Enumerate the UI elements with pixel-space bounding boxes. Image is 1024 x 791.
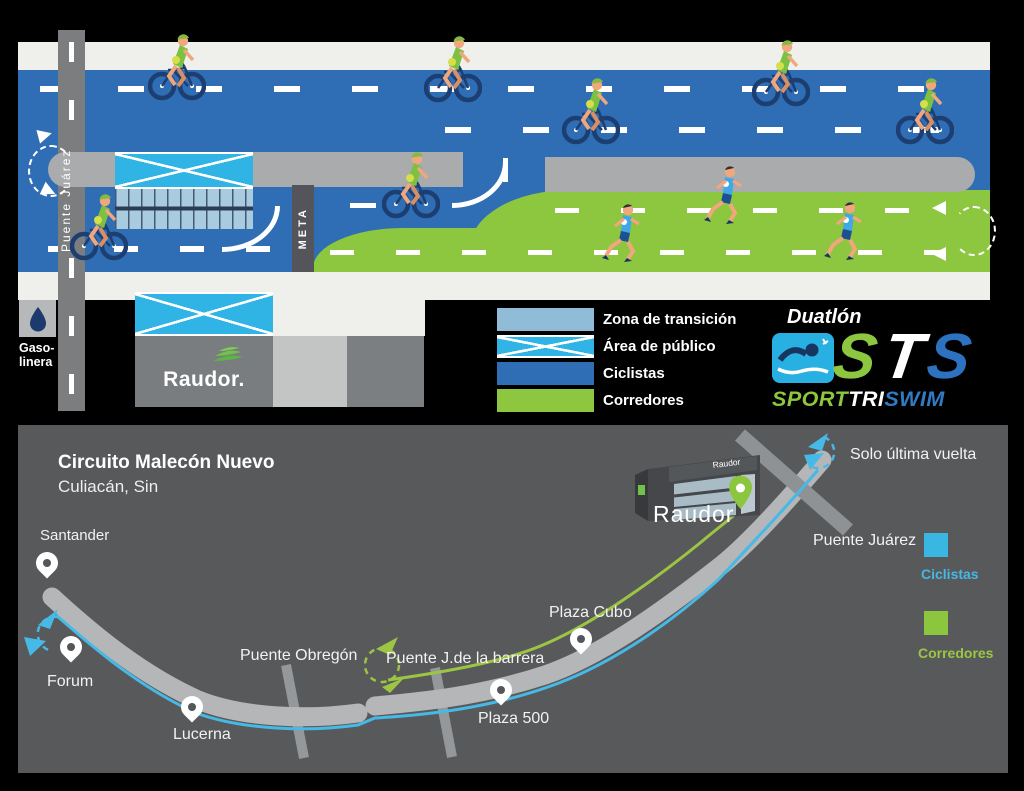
- sidewalk-extension: [272, 300, 425, 336]
- label-lucerna: Lucerna: [173, 726, 231, 743]
- label-puente-obregon: Puente Obregón: [240, 647, 358, 664]
- sidewalk-top: [18, 42, 990, 70]
- store-sign-label: Raudor: [712, 457, 741, 470]
- legend-row: Ciclistas: [497, 362, 767, 385]
- u-turn-icon: [952, 206, 996, 256]
- building-block: [347, 336, 424, 407]
- u-turn-icon: [28, 145, 74, 197]
- map-legend-label-cyclists: Ciclistas: [921, 566, 979, 582]
- lane-dashes: [445, 127, 985, 133]
- wordmark-sport: SPORT: [772, 387, 849, 411]
- map-title: Circuito Malecón Nuevo: [58, 452, 275, 473]
- legend-swatch-public: [497, 335, 594, 358]
- sts-letter-s2: S: [922, 320, 976, 392]
- map-pin-icon: [31, 547, 63, 579]
- label-puente-barrera: Puente J.de la barrera: [386, 650, 545, 667]
- fuel-drop-icon: [29, 306, 46, 331]
- label-forum: Forum: [47, 673, 94, 690]
- lane-dashes: [555, 208, 925, 213]
- crosshatch-public-area: [135, 292, 273, 336]
- legend-label: Área de público: [603, 338, 716, 355]
- map-legend-swatch-runners: [924, 611, 948, 635]
- legend-label: Corredores: [603, 392, 684, 409]
- raudor-building-block: Raudor.: [135, 336, 273, 407]
- transition-zone-racks: [115, 189, 253, 229]
- sts-letter-t: T: [878, 320, 929, 392]
- map-pin-icon: [55, 631, 87, 663]
- u-turn-arrow-icon: [932, 247, 946, 261]
- map-pin-icon: [176, 691, 208, 723]
- legend-swatch-runners: [497, 389, 594, 412]
- gas-station-box: [19, 300, 56, 337]
- swimmer-icon: [772, 333, 834, 383]
- label-raudor-store: Raudor: [653, 501, 735, 527]
- sts-wordmark: SPORTTRISWIM: [772, 387, 945, 412]
- u-turn-arrow-icon: [932, 201, 946, 215]
- raudor-wordmark: Raudor.: [163, 368, 245, 391]
- legend-swatch-transition: [497, 308, 594, 331]
- map-subtitle: Culiacán, Sin: [58, 477, 159, 496]
- label-solo-ultima-vuelta: Solo última vuelta: [850, 446, 977, 463]
- legend-row: Corredores: [497, 389, 767, 412]
- runners-road: [470, 190, 990, 272]
- map-pin-icon: [565, 623, 597, 655]
- wordmark-swim: SWIM: [884, 387, 945, 411]
- course-legend: Zona de transición Área de público Cicli…: [497, 308, 767, 412]
- gas-station-label: Gaso- linera: [19, 341, 55, 370]
- meta-sign: META: [292, 185, 314, 272]
- legend-label: Ciclistas: [603, 365, 665, 382]
- crosshatch-public-area: [115, 152, 253, 189]
- map-legend-swatch-cyclists: [924, 533, 948, 557]
- building-block: [273, 336, 347, 407]
- label-plaza-500: Plaza 500: [478, 710, 550, 727]
- sts-letter-s1: S: [828, 320, 882, 392]
- legend-swatch-cyclists: [497, 362, 594, 385]
- legend-label: Zona de transición: [603, 311, 737, 328]
- road-center-dashes: [69, 258, 74, 398]
- label-plaza-cubo: Plaza Cubo: [549, 604, 632, 621]
- map-legend-label-runners: Corredores: [918, 645, 994, 661]
- legend-row: Zona de transición: [497, 308, 767, 331]
- wordmark-tri: TRI: [848, 387, 885, 411]
- lane-dashes: [48, 246, 298, 252]
- raudor-store-icon: Raudor: [635, 455, 760, 521]
- road-center-dashes: [69, 42, 74, 142]
- lane-dash: [350, 203, 376, 208]
- median-strip-left: [48, 152, 463, 187]
- label-puente-juarez: Puente Juárez: [813, 532, 917, 549]
- event-type-label: Duatlón: [787, 306, 862, 328]
- median-strip-right: [545, 157, 975, 192]
- map-pin-icon: [485, 674, 517, 706]
- lane-dashes: [330, 250, 940, 255]
- leaf-icon: [213, 347, 243, 361]
- meta-sign-label: META: [297, 207, 309, 250]
- lane-dashes: [40, 86, 970, 92]
- circuit-map-panel: Raudor Circuito Malecón Nuevo Culiacán, …: [18, 425, 1008, 773]
- label-santander: Santander: [40, 527, 110, 544]
- legend-row: Área de público: [497, 335, 767, 358]
